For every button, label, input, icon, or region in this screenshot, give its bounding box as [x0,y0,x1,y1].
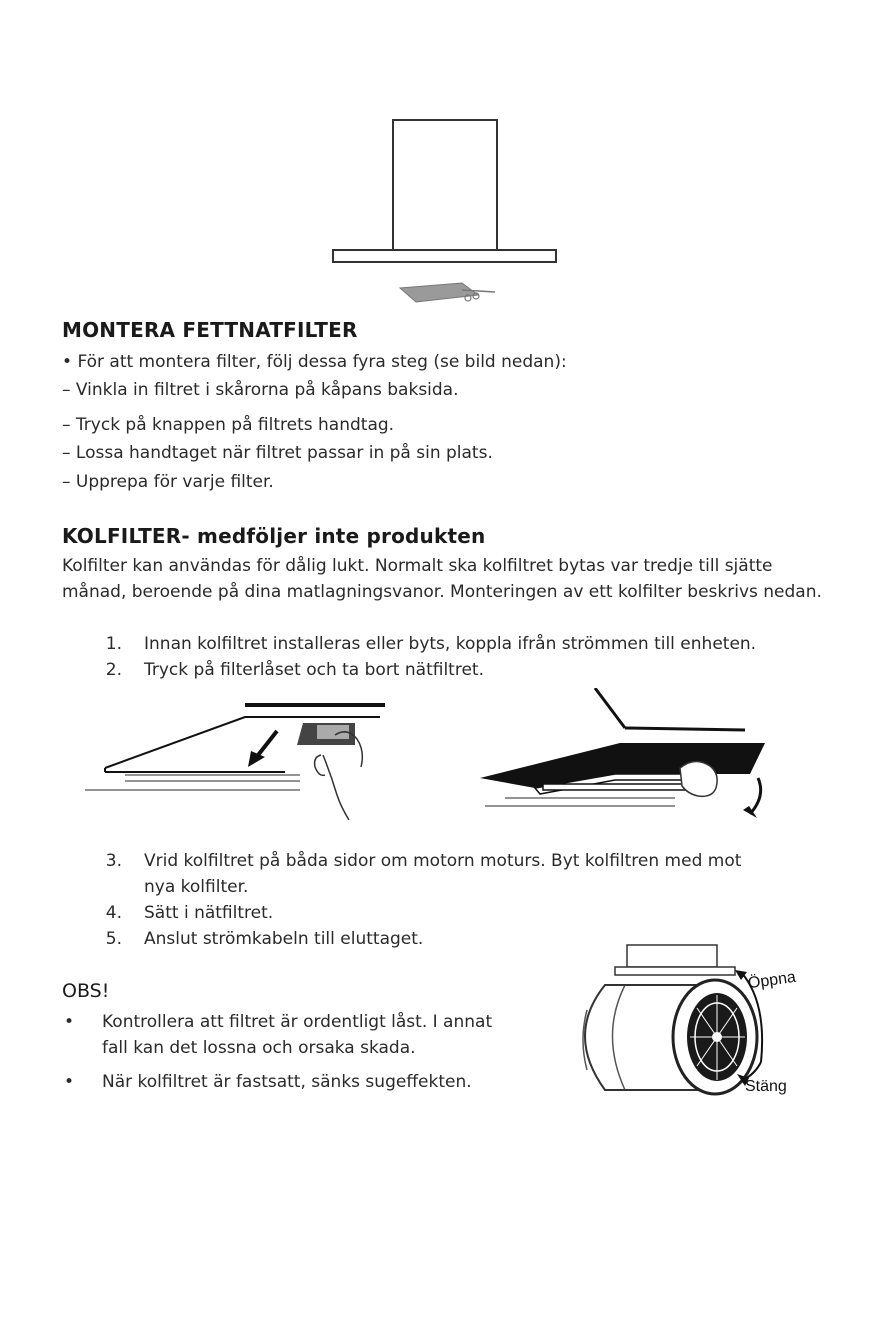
step-text: Upprepa för varje filter. [75,472,274,492]
step-number: 2. [105,660,122,680]
step-text: Tryck på knappen på filtrets handtag. [75,415,395,435]
grease-step-3: – Lossa handtaget när filtret passar in … [62,440,493,466]
step-number: 5. [105,929,122,949]
step-text: nya kolfilter. [144,877,249,897]
hood-illustration [332,119,557,303]
step-number: 4. [105,903,122,923]
close-label: Stäng [745,1078,787,1095]
obs-text-line: fall kan det lossna och orsaka skada. [102,1038,416,1058]
bullet: • [64,1072,75,1092]
step-text: Anslut strömkabeln till eluttaget. [144,929,424,949]
motor-carbon-filter-illustration [582,944,764,1096]
bullet: • [62,352,73,372]
section-title-grease-filter: MONTERA FETTNATFILTER [62,318,358,342]
step-text: Lossa handtaget när filtret passar in på… [75,443,493,463]
carbon-filter-paragraph: Kolfilter kan användas för dålig lukt. N… [62,556,822,602]
grease-step-2: – Tryck på knappen på filtrets handtag. [62,412,394,438]
step-text: Sätt i nätfiltret. [144,903,274,923]
step-text: Vinkla in filtret i skårorna på kåpans b… [75,380,459,400]
dash: – [62,443,71,463]
intro-line: • För att montera filter, följ dessa fyr… [62,349,567,375]
dash: – [62,415,71,435]
obs-text-line: Kontrollera att filtret är ordentligt lå… [102,1012,493,1032]
step-text: Innan kolfiltret installeras eller byts,… [144,634,757,654]
section-title-carbon-filter: KOLFILTER- medföljer inte produkten [62,524,486,548]
filter-lock-illustration [85,703,385,821]
step-number: 3. [105,851,122,871]
dash: – [62,472,71,492]
grease-step-1: – Vinkla in filtret i skårorna på kåpans… [62,377,459,403]
step-number: 1. [105,634,122,654]
obs-title: OBS! [62,980,110,1002]
step-text: Vrid kolfiltret på båda sidor om motorn … [144,851,742,871]
bullet: • [64,1012,75,1032]
filter-remove-illustration [480,688,765,818]
dash: – [62,380,71,400]
grease-step-4: – Upprepa för varje filter. [62,469,274,495]
step-text: Tryck på filterlåset och ta bort nätfilt… [144,660,484,680]
intro-text: För att montera filter, följ dessa fyra … [77,352,567,372]
obs-text-line: När kolfiltret är fastsatt, sänks sugeff… [102,1072,472,1092]
